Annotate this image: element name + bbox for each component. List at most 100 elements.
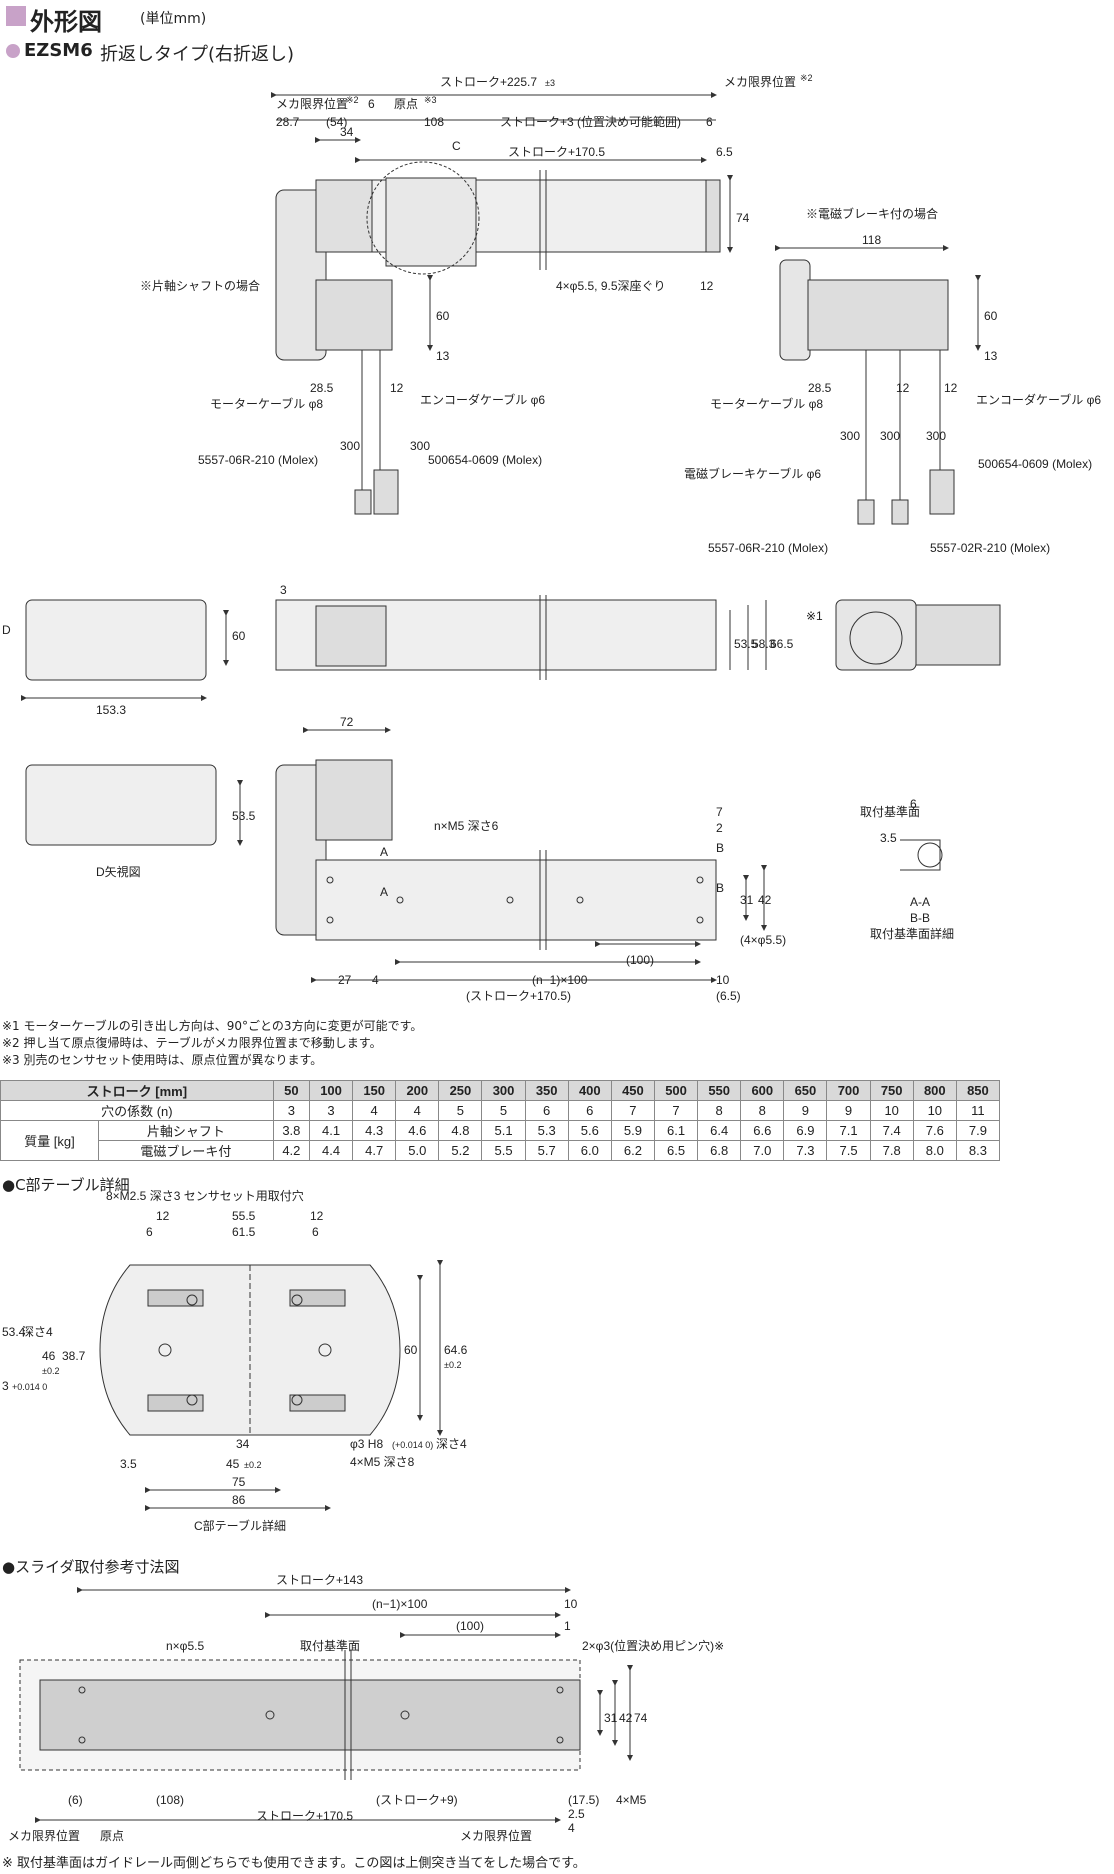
brake-2: 4.7 (352, 1140, 397, 1161)
hole (506, 896, 514, 904)
slider-detail-drawing (19, 1587, 633, 1823)
title-unit: (単位mm) (140, 11, 207, 27)
holes-0: 3 (272, 1100, 310, 1121)
c-hole (186, 1394, 198, 1406)
brake-11: 7.0 (740, 1140, 785, 1161)
spec-head-label: ストローク [mm] (0, 1080, 274, 1101)
slider-n100: (n−1)×100 (372, 1597, 428, 1611)
slider-hole (400, 1710, 410, 1720)
brake-12: 7.3 (783, 1140, 828, 1161)
slider-pin: 2×φ3(位置決め用ピン穴)※ (582, 1638, 724, 1653)
slider-dim-108: (108) (156, 1793, 184, 1807)
holes-13: 9 (826, 1100, 871, 1121)
slider-dim-74: 74 (634, 1711, 648, 1725)
slider-dim-2-5: 2.5 (568, 1807, 585, 1821)
side-dim-60: 60 (232, 629, 246, 643)
single-8: 5.9 (610, 1120, 655, 1141)
slider-dim-6: (6) (68, 1793, 83, 1807)
front-dim-31: 31 (740, 893, 754, 907)
front-dim-2: 2 (716, 821, 723, 835)
title-marker (6, 6, 26, 26)
c-caption: C部テーブル詳細 (194, 1518, 286, 1533)
table-c (385, 177, 477, 267)
front-dim-stroke: (ストローク+170.5) (466, 989, 571, 1003)
brake-end-cap (779, 259, 811, 361)
dim-108: 108 (424, 115, 444, 129)
holes-3: 4 (395, 1100, 440, 1121)
note3-label: ※3 (424, 95, 437, 105)
front-dim-6-5: (6.5) (716, 989, 741, 1003)
strokes-7: 400 (567, 1080, 612, 1101)
hole (576, 896, 584, 904)
c-dim-38-7: 38.7 (62, 1349, 86, 1363)
c-dim-45: 45 (226, 1457, 240, 1471)
side-d-label: D (2, 623, 11, 637)
single-4: 4.8 (438, 1120, 483, 1141)
brake-1: 4.4 (308, 1140, 354, 1161)
slider-dim-4: 4 (568, 1821, 575, 1835)
slider-hole (556, 1686, 564, 1694)
top-motor-cable: モーターケーブル φ8 (210, 396, 323, 411)
label-b1: B (716, 841, 724, 855)
slider-nholes: n×φ5.5 (166, 1639, 204, 1653)
c-hole (318, 1343, 332, 1357)
top-stroke-total-tol: ±3 (545, 78, 555, 88)
slider-mech-limit-r: メカ限界位置 (460, 1828, 532, 1843)
brake-connector-1 (857, 499, 875, 525)
c-dim-depth4: 深さ4 (22, 1325, 53, 1339)
single-0: 3.8 (272, 1120, 310, 1141)
strokes-12: 650 (783, 1080, 828, 1101)
brake-title: ※電磁ブレーキ付の場合 (806, 206, 938, 221)
brake-connector-3 (929, 469, 955, 515)
slider-stroke-9: (ストローク+9) (376, 1793, 458, 1807)
brake-3: 5.0 (395, 1140, 440, 1161)
front-dim-7: 7 (716, 805, 723, 819)
brake-16: 8.3 (955, 1140, 1001, 1161)
c-dim-12b: 12 (310, 1209, 324, 1223)
single-11: 6.6 (740, 1120, 785, 1141)
holes-8: 7 (610, 1100, 655, 1121)
slider-hole (78, 1736, 86, 1744)
front-motor (315, 759, 393, 841)
c-detail-drawing (99, 1260, 443, 1511)
c-dim-6a: 6 (146, 1225, 153, 1239)
c-dim-53-4: 53.4 (2, 1325, 26, 1339)
holes-2: 4 (352, 1100, 397, 1121)
strokes-15: 800 (912, 1080, 957, 1101)
strokes-11: 600 (740, 1080, 785, 1101)
dim-6a: 6 (368, 97, 375, 111)
strokes-16: 850 (955, 1080, 1001, 1101)
c-m5: 4×M5 深さ8 (350, 1455, 415, 1469)
single-shaft-label: ※片軸シャフトの場合 (140, 278, 260, 293)
single-6: 5.3 (524, 1120, 569, 1141)
slider-detail-section: ●スライダ取付参考寸法図 (2, 1558, 180, 1576)
strokes-9: 500 (653, 1080, 699, 1101)
front-dim-42: 42 (758, 893, 772, 907)
slider-m5: 4×M5 (616, 1793, 647, 1807)
dim-54: (54) (326, 115, 347, 129)
strokes-0: 50 (272, 1080, 310, 1101)
top-encoder-cable: エンコーダケーブル φ6 (420, 392, 545, 407)
top-view (271, 92, 733, 515)
brake-dim-12b: 12 (944, 381, 958, 395)
detail-ref-face: 取付基準面 (860, 804, 920, 819)
c-dim-12a: 12 (156, 1209, 170, 1223)
strokes-14: 750 (869, 1080, 914, 1101)
holes-11: 8 (740, 1100, 785, 1121)
slider-dim-31: 31 (604, 1711, 618, 1725)
label-b2: B (716, 881, 724, 895)
dim-6b: 6 (706, 115, 713, 129)
spec-mass-label: 質量 [kg] (0, 1120, 99, 1161)
page-title: 外形図 (30, 8, 102, 36)
c-dim-3-tol: +0.014 0 (12, 1382, 47, 1392)
model-type: 折返しタイプ(右折返し) (100, 44, 295, 65)
dim-12a: 12 (700, 279, 714, 293)
top-mech-limit-right: メカ限界位置 (724, 74, 796, 89)
side-dim-3: 3 (280, 583, 287, 597)
brake-8: 6.2 (610, 1140, 655, 1161)
stroke-170-5: ストローク+170.5 (508, 145, 605, 159)
holes-9: 7 (653, 1100, 699, 1121)
